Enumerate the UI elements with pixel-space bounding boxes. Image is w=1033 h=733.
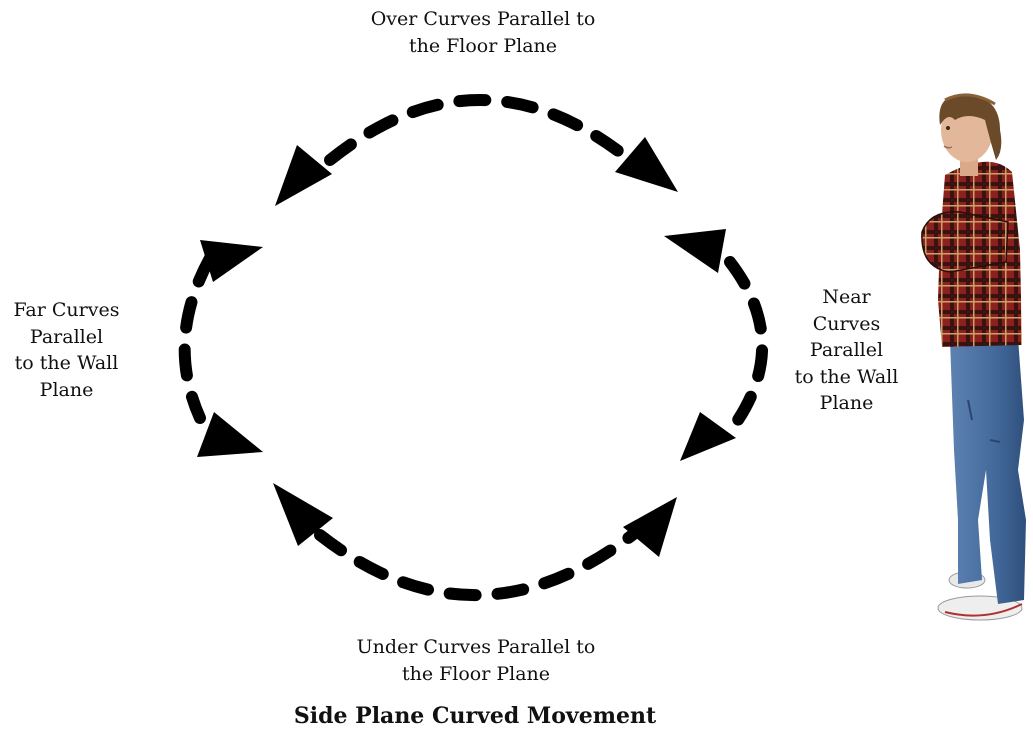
under-dashed-arc xyxy=(314,519,651,601)
label-far-curves: Far Curves Parallel to the Wall Plane xyxy=(13,299,120,401)
far-bottom-arrowhead xyxy=(197,412,263,457)
under-left-arrowhead xyxy=(273,483,333,546)
label-near-curves: Near Curves Parallel to the Wall Plane xyxy=(794,286,899,414)
hair xyxy=(939,93,1002,160)
over-left-arrowhead xyxy=(275,145,332,206)
near-dashed-arc xyxy=(724,256,768,426)
near-curves-arrows xyxy=(724,256,768,426)
near-top-arrowhead xyxy=(664,229,726,273)
under-curves-arrows xyxy=(314,519,651,601)
far-curves-arrows xyxy=(178,252,216,424)
far-top-arrowhead xyxy=(200,240,263,282)
folded-arms xyxy=(921,211,1008,272)
over-dashed-arc xyxy=(324,94,636,166)
near-bottom-arrowhead xyxy=(680,412,736,461)
under-right-arrowhead xyxy=(623,497,677,557)
jeans xyxy=(950,338,1026,604)
far-dashed-arc xyxy=(178,252,216,424)
over-curves-arrows xyxy=(324,94,636,166)
diagram-caption: Side Plane Curved Movement xyxy=(293,703,657,729)
standing-man-figure xyxy=(921,93,1026,621)
over-right-arrowhead xyxy=(615,137,678,192)
label-over-curves: Over Curves Parallel to the Floor Plane xyxy=(370,8,596,57)
label-under-curves: Under Curves Parallel to the Floor Plane xyxy=(356,636,596,685)
